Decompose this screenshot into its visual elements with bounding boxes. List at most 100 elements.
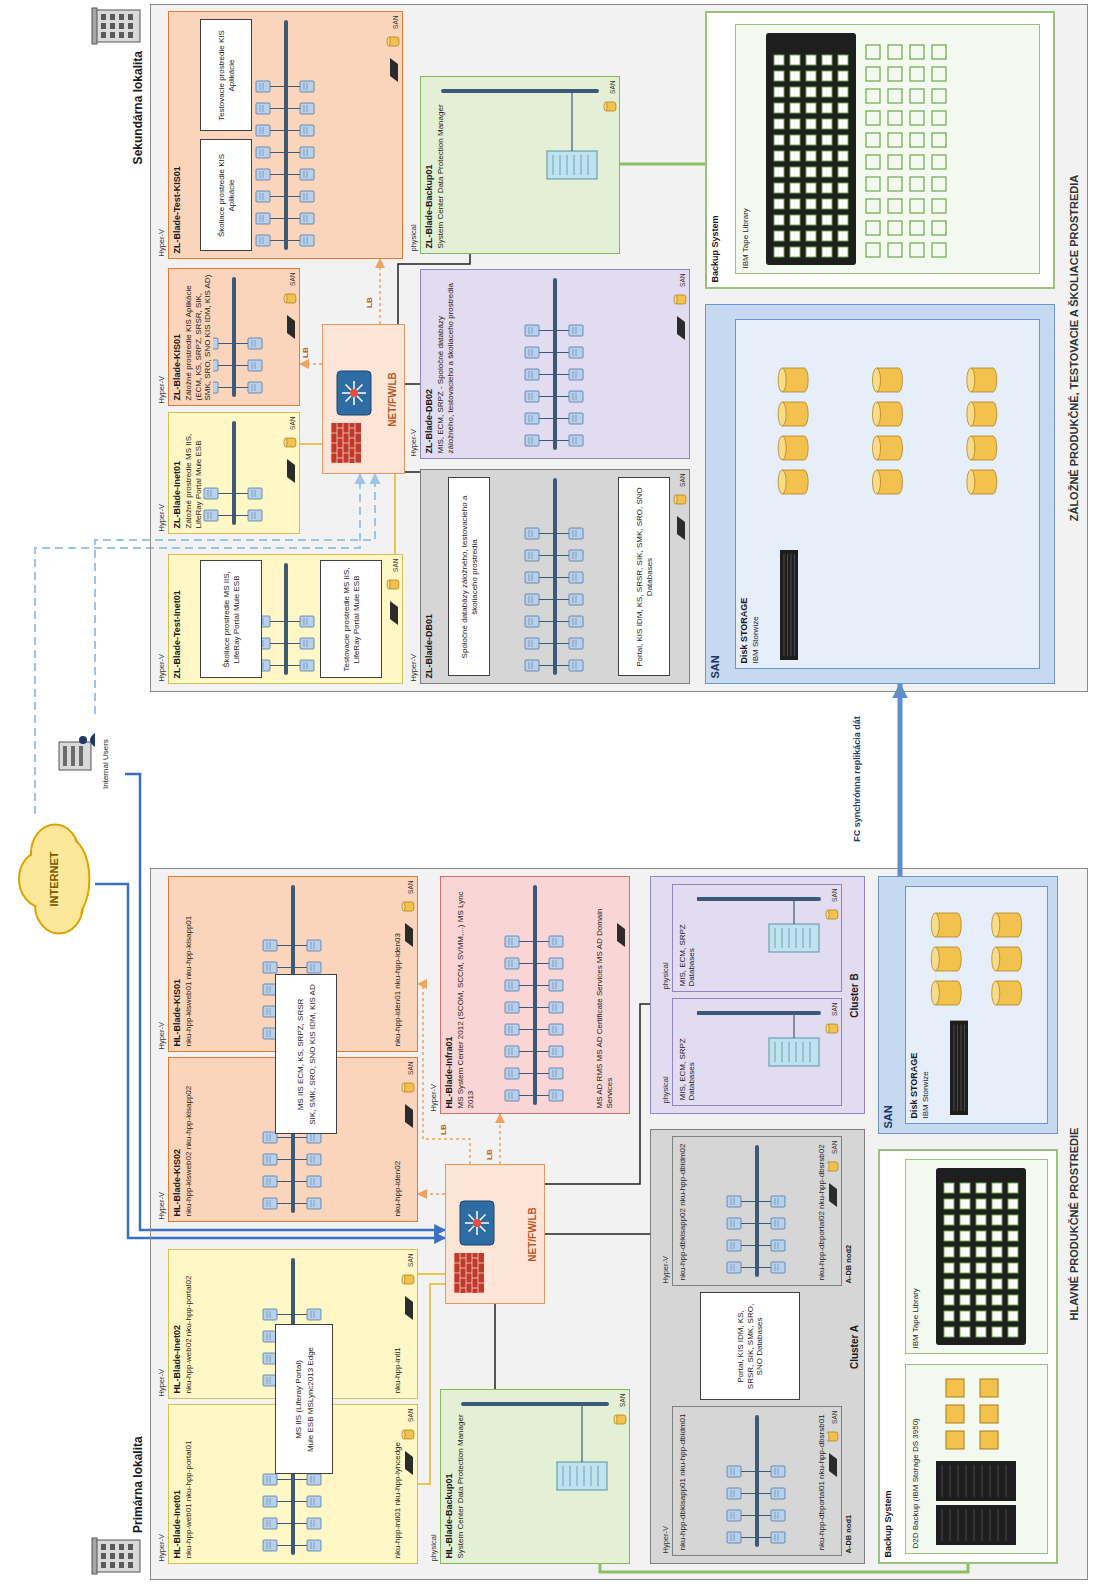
graphic <box>782 368 804 369</box>
graphic <box>549 1069 563 1080</box>
graphic <box>277 1502 293 1503</box>
graphic <box>876 494 898 495</box>
graphic <box>727 1219 741 1230</box>
graphic <box>531 597 532 604</box>
graphic <box>269 1312 270 1319</box>
graphic <box>508 983 509 990</box>
graphic <box>730 1199 731 1206</box>
graphic <box>557 1463 607 1491</box>
blade-box: Hyper-VZL-Blade-Inet01Záložné prostredie… <box>168 413 300 535</box>
node-illustration <box>673 1408 841 1556</box>
platform-label: Hyper-V <box>661 1256 670 1284</box>
graphic <box>46 839 88 919</box>
graphic <box>266 1334 267 1341</box>
graphic <box>525 392 539 403</box>
graphic <box>733 1243 734 1250</box>
blade-box: Hyper-VZL-Blade-Test-Inet01Školiace pros… <box>168 555 403 685</box>
platform-label: Hyper-V <box>409 654 418 682</box>
graphic <box>782 470 804 471</box>
graphic <box>460 1202 494 1246</box>
box-text: MS AD RMS MS AD Certificate Services MS … <box>595 883 614 1109</box>
graphic <box>782 426 804 427</box>
graphic <box>277 1524 293 1525</box>
graphic <box>944 1200 954 1210</box>
box-title: HL-Blade-Inet02 <box>172 1325 183 1394</box>
graphic <box>569 595 583 606</box>
graphic <box>505 1047 519 1058</box>
graphic <box>733 1199 734 1206</box>
graphic <box>441 90 599 94</box>
graphic <box>505 1069 519 1080</box>
graphic <box>774 1221 775 1228</box>
graphic <box>528 350 529 357</box>
graphic <box>293 1524 307 1525</box>
graphic <box>730 1469 731 1476</box>
graphic <box>966 369 974 393</box>
box-title: ZL-Blade-Backup01 <box>424 164 435 248</box>
graphic <box>838 216 848 226</box>
graphic <box>806 248 816 258</box>
graphic <box>128 14 133 20</box>
graphic <box>730 1221 731 1228</box>
graphic <box>826 1025 829 1034</box>
graphic <box>531 575 532 582</box>
graphic <box>562 1467 563 1487</box>
graphic <box>270 87 286 88</box>
graphic <box>310 1135 311 1142</box>
graphic <box>508 1071 509 1078</box>
graphic <box>774 1513 775 1520</box>
san-label: SAN <box>407 881 414 894</box>
box-text: nku-hpp-iden02 <box>393 1161 403 1217</box>
graphic <box>1008 1216 1018 1226</box>
edge-label: FC synchrónna replikácia dát <box>852 716 863 842</box>
graphic <box>528 416 529 423</box>
graphic <box>552 1005 553 1012</box>
box-text: MIS, ECM, SRPZ - Spoločné databázy zálož… <box>436 276 455 454</box>
graphic <box>287 460 295 484</box>
graphic <box>405 1452 413 1476</box>
box-text: IBM Tape Library <box>911 1288 921 1348</box>
graphic <box>935 913 957 914</box>
platform-label: Hyper-V <box>409 429 418 457</box>
graphic <box>549 1025 563 1036</box>
graphic <box>572 619 573 626</box>
box-text: nku-hpp-web01 nku-hpp-portal01 <box>184 1441 194 1559</box>
graphic <box>508 1049 509 1056</box>
graphic <box>96 10 140 42</box>
graphic <box>730 1491 731 1498</box>
graphic <box>313 1499 314 1506</box>
graphic <box>218 516 234 517</box>
graphic <box>757 1202 771 1203</box>
san-label: SAN <box>619 1394 626 1407</box>
site-footer: ZÁLOŽNÉ PRODUKČNÉ, TESTOVACIE A ŠKOLIACE… <box>1068 175 1081 522</box>
graphic <box>293 1546 307 1547</box>
graphic <box>128 23 133 29</box>
san-label: SAN <box>831 1003 838 1016</box>
graphic <box>110 32 115 38</box>
graphic <box>932 200 946 214</box>
graphic <box>605 102 614 103</box>
graphic <box>555 1093 556 1100</box>
platform-label: Hyper-V <box>661 1526 670 1554</box>
graphic <box>307 941 321 952</box>
graphic <box>402 1084 405 1093</box>
graphic <box>270 666 286 667</box>
graphic <box>1005 1466 1006 1498</box>
graphic <box>872 437 880 461</box>
graphic <box>535 942 549 943</box>
graphic <box>806 120 816 130</box>
graphic <box>569 370 583 381</box>
graphic <box>119 1553 124 1559</box>
graphic <box>778 471 786 495</box>
graphic <box>575 394 576 401</box>
graphic <box>555 1005 556 1012</box>
graphic <box>1008 1232 1018 1242</box>
graphic <box>306 619 307 626</box>
box-text: MS IIS (Liferay Portal) <box>294 1360 304 1439</box>
graphic <box>310 1312 311 1319</box>
graphic <box>300 617 314 628</box>
graphic <box>991 948 999 972</box>
graphic <box>539 644 555 645</box>
graphic <box>960 1328 970 1338</box>
graphic <box>569 661 583 672</box>
